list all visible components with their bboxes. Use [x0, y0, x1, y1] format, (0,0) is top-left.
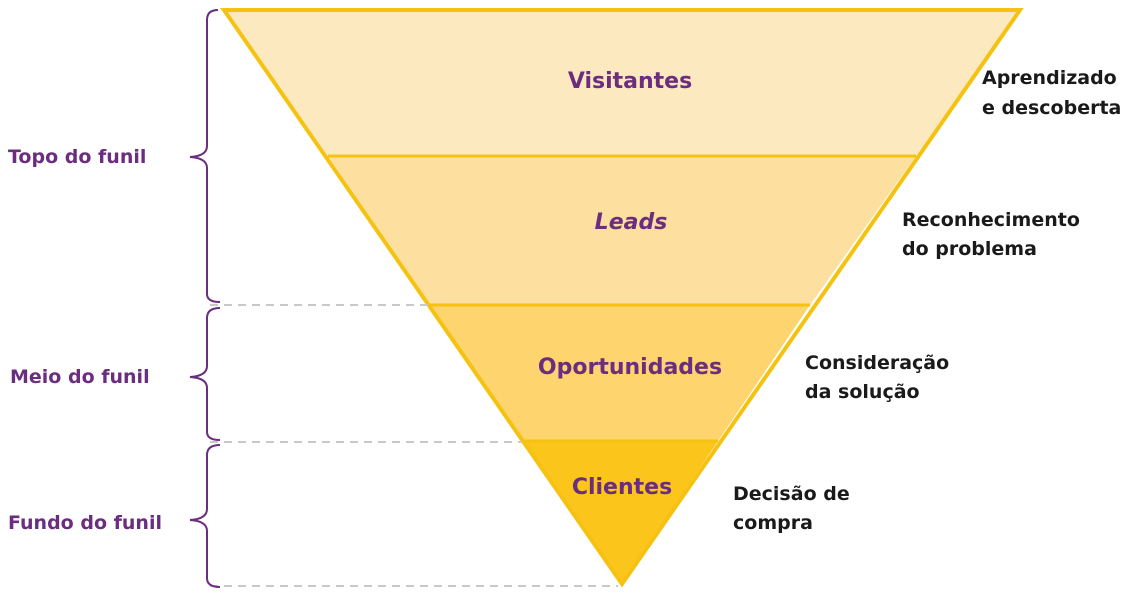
- description-line-2: compra: [733, 512, 813, 534]
- description-line-1: Consideração: [805, 352, 949, 374]
- funnel-outline: [220, 8, 1024, 588]
- description-line-1: Reconhecimento: [902, 209, 1080, 231]
- description-line-2: e descoberta: [982, 97, 1121, 119]
- section-label-fundo: Fundo do funil: [8, 512, 162, 534]
- funnel-stage-visitantes: [224, 10, 1020, 156]
- section-label-meio: Meio do funil: [10, 366, 150, 388]
- brace-meio: [189, 307, 221, 441]
- brace-topo: [189, 9, 221, 303]
- stage-label-oportunidades: Oportunidades: [538, 355, 722, 380]
- funnel-stage-clientes: [524, 441, 718, 584]
- funnel-stage-leads: [328, 156, 916, 305]
- brace-fundo: [189, 444, 221, 588]
- description-line-1: Aprendizado: [982, 67, 1117, 89]
- stage-label-leads: Leads: [595, 210, 668, 235]
- section-label-topo: Topo do funil: [8, 146, 146, 168]
- description-line-2: da solução: [805, 381, 920, 403]
- funnel-stage-oportunidades: [430, 305, 810, 441]
- description-line-2: do problema: [902, 238, 1037, 260]
- stage-label-clientes: Clientes: [572, 475, 672, 500]
- description-line-1: Decisão de: [733, 483, 850, 505]
- stage-label-visitantes: Visitantes: [568, 69, 692, 94]
